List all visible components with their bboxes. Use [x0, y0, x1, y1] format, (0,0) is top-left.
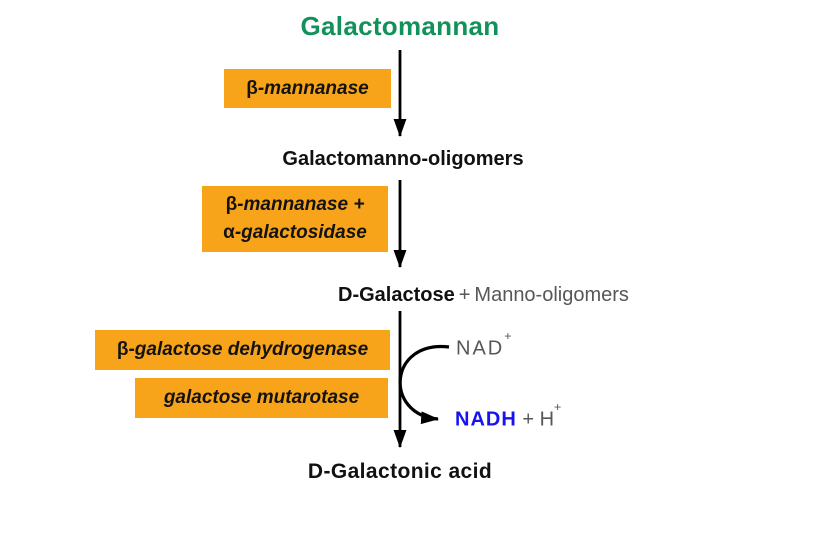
enzyme-box-mannanase: β-mannanase [224, 69, 391, 108]
plus-separator: + [522, 408, 535, 431]
node-secondary-label: Manno-oligomers [474, 284, 629, 306]
pathway-title: Galactomannan [300, 11, 500, 41]
enzyme-name: -galactose dehydrogenase [128, 339, 369, 360]
nadh-label: NADH [455, 408, 517, 431]
cofactor-curve-arrow [398, 345, 450, 425]
enzyme-label: β-galactose dehydrogenase [117, 336, 368, 364]
h-superscript-plus: + [554, 400, 562, 415]
cofactor-nad-plus: NAD+ [456, 329, 511, 361]
plus-separator: + [458, 284, 471, 306]
enzyme-box-galactose-dehydrogenase: β-galactose dehydrogenase [95, 330, 390, 370]
enzyme-label-line2: α-galactosidase [223, 219, 367, 247]
enzyme-box-mannanase-galactosidase: β-mannanase + α-galactosidase [202, 186, 388, 252]
greek-letter-beta: β [225, 194, 238, 215]
greek-letter-alpha: α [223, 222, 235, 243]
enzyme-name: -galactosidase [234, 222, 367, 243]
node-d-galactonic-acid: D-Galactonic acid [307, 460, 493, 483]
nad-superscript-plus: + [504, 329, 512, 344]
enzyme-name: -mannanase + [237, 194, 365, 215]
enzyme-box-galactose-mutarotase: galactose mutarotase [135, 378, 388, 418]
h-label: H [539, 408, 555, 431]
enzyme-label-line1: β-mannanase + [226, 191, 365, 219]
greek-letter-beta: β [246, 77, 258, 99]
node-primary-label: D-Galactose [338, 284, 455, 306]
node-d-galactose: D-Galactose+Manno-oligomers [338, 284, 629, 307]
enzyme-name: -mannanase [257, 77, 369, 99]
nad-label: NAD [456, 337, 505, 360]
node-galactomanno-oligomers: Galactomanno-oligomers [282, 148, 524, 170]
enzyme-name: galactose mutarotase [163, 387, 360, 408]
greek-letter-beta: β [116, 339, 129, 360]
cofactor-nadh-h-plus: NADH + H+ [455, 400, 561, 432]
enzyme-label: β-mannanase [246, 75, 368, 103]
